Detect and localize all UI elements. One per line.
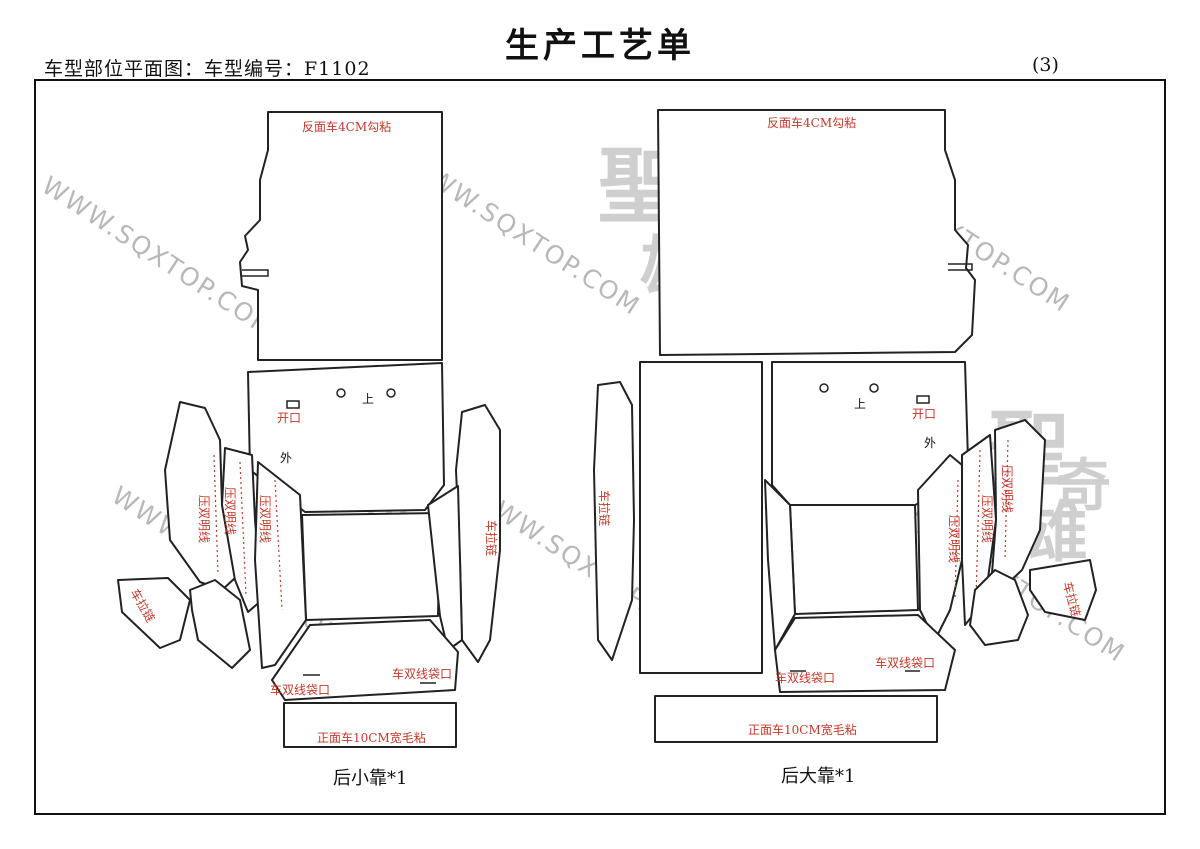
right-bottom-strip [654,695,938,743]
right-pattern-caption: 后大靠*1 [781,766,855,787]
left-top-panel-label: 反面车4CM勾粘 [302,119,391,134]
left-top-panel [239,111,443,361]
left-bottom-strip-label: 正面车10CM宽毛粘 [317,730,426,745]
right-label-shang: 上 [854,397,866,411]
right-left-zipper-piece [593,381,635,661]
left-label-wai: 外 [280,451,292,465]
right-center-panel [789,504,919,615]
left-label-yashuang-3: 压双明线 [258,495,272,543]
left-label-kaikou: 开口 [277,411,301,425]
right-side-panel-1 [917,454,963,641]
right-hole-1 [819,383,829,393]
right-small-piece [1029,559,1097,621]
left-top-slot [242,269,269,277]
right-label-pocket-left: 车双线袋口 [775,670,835,685]
right-label-yashuang-1: 压双明线 [947,515,961,563]
right-top-slot [948,263,973,271]
right-hole-2 [869,383,879,393]
right-pocket-panel [774,614,956,693]
right-label-wai: 外 [924,436,936,450]
left-curved-piece [189,579,251,669]
right-left-flap [764,479,796,651]
left-flap-right [427,485,463,651]
left-pattern-caption: 后小靠*1 [333,768,407,789]
left-opening-mark [286,400,300,409]
right-left-rect-panel [639,361,763,674]
right-top-panel [657,109,976,356]
left-small-piece [117,577,191,649]
left-label-right-zipper: 车拉链 [484,520,499,556]
left-stitch-1 [213,454,219,576]
right-label-yashuang-2: 压双明线 [980,495,994,543]
left-stitch-3 [274,479,283,611]
right-label-pocket-right: 车双线袋口 [875,655,935,670]
left-pocket-panel [271,619,459,701]
left-stitch-2 [239,461,247,596]
right-stitch-2 [975,449,981,601]
left-side-panel-1 [164,401,236,591]
right-stitch-1 [954,479,959,601]
left-pattern: 反面车4CM勾粘 上 开口 外 压双明线 压双明线 压双明线 车拉链 车拉链 [117,111,501,789]
left-label-yashuang-2: 压双明线 [223,487,237,535]
right-opening-mark [916,395,930,404]
left-label-shang: 上 [362,392,374,406]
page-title: 生产工艺单 [505,26,695,66]
left-label-pocket-right: 车双线袋口 [392,666,452,681]
left-bottom-strip [283,702,457,748]
right-stitch-3 [1004,439,1009,561]
left-label-yashuang-1: 压双明线 [197,495,211,543]
drawing-frame [34,79,1166,815]
left-side-panel-3 [254,461,307,669]
right-label-yashuang-3: 压双明线 [1000,465,1014,513]
left-hole-2 [386,388,396,398]
right-label-kaikou: 开口 [912,407,936,421]
right-curved-piece [969,569,1029,646]
left-side-panel-2 [221,447,263,613]
right-side-panel-3 [989,419,1046,601]
left-hole-1 [336,388,346,398]
right-pattern: 反面车4CM勾粘 上 开口 外 车拉链 压双明线 压双明线 压双明线 车拉链 [593,109,1097,787]
right-bottom-strip-label: 正面车10CM宽毛粘 [748,722,857,737]
left-center-panel [301,512,441,621]
watermark-logo-char: 奇 [1055,453,1111,519]
model-subtitle: 车型部位平面图：车型编号：F1102 [44,58,371,80]
left-label-pocket-left: 车双线袋口 [270,682,330,697]
page-number: (3) [1032,54,1059,76]
right-label-left-zipper: 车拉链 [597,490,612,526]
right-top-panel-label: 反面车4CM勾粘 [767,115,856,130]
